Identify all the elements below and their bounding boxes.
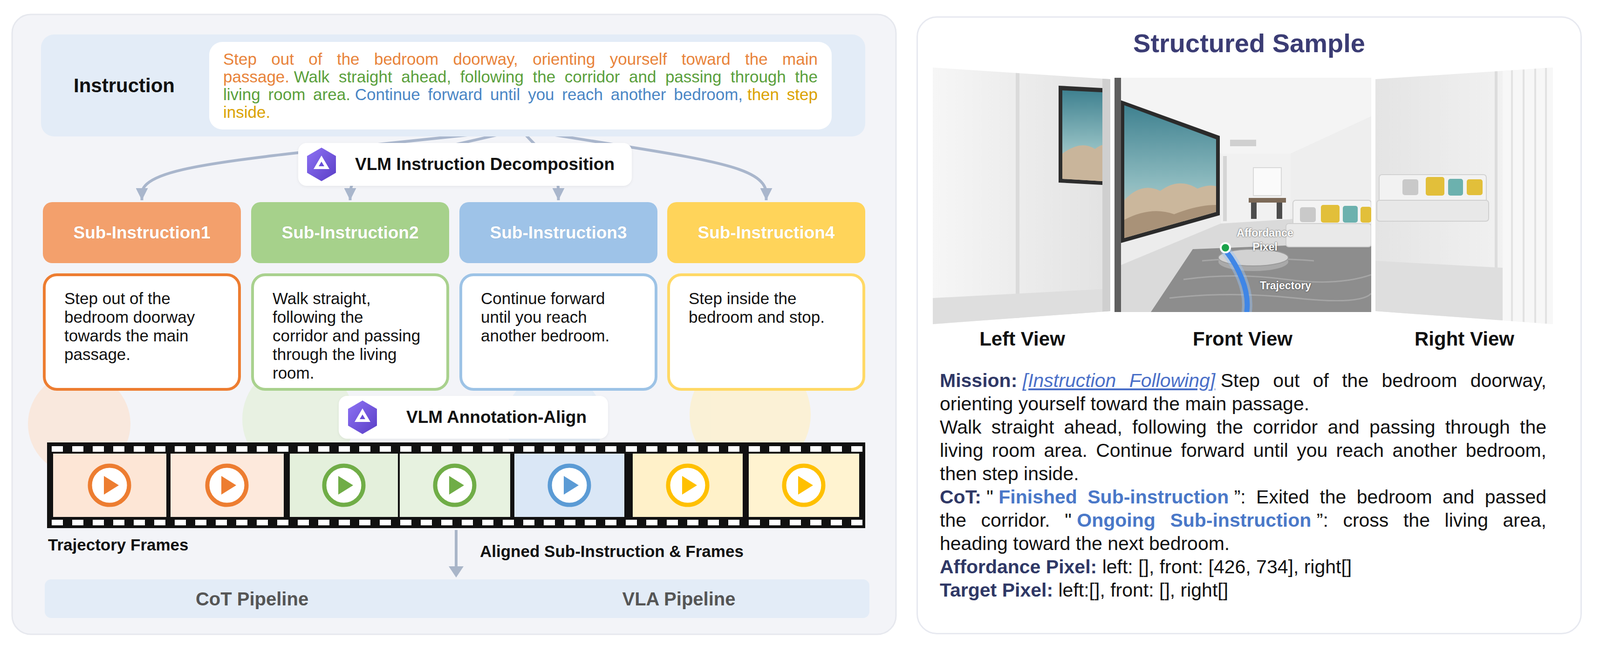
vlm-icon — [348, 400, 377, 435]
field-key: Target Pixel: — [939, 579, 1053, 602]
field-key: Affordance Pixel: — [939, 556, 1097, 578]
front-view-image — [1114, 77, 1372, 313]
annotation-line: Target Pixel:left:[], front: [], right[] — [939, 578, 1547, 602]
right-panel — [916, 16, 1582, 635]
annotation-line: Affordance Pixel:left: [], front: [426, … — [939, 555, 1547, 579]
field-value: left: [], front: [426, 734], right[] — [1102, 556, 1353, 578]
caption-label: Aligned Sub-Instruction & Frames — [479, 542, 744, 561]
flow-arrow — [448, 530, 464, 578]
annotation-line: Mission:[Instruction Following]Step out … — [939, 369, 1547, 416]
annotation-line: CoT:"Finished Sub-instruction”: Exited t… — [939, 485, 1547, 556]
field-value: left:[], front: [], right[] — [1058, 579, 1229, 602]
field-key: Mission: — [939, 369, 1018, 392]
sub-instruction-box: Walk straight, following the corridor an… — [251, 273, 450, 391]
header-text: Sub-Instruction1 — [73, 223, 211, 243]
process-label: VLM Instruction Decomposition — [298, 143, 632, 186]
mission-type: [Instruction Following] — [1022, 369, 1216, 392]
view-label: Right View — [1414, 328, 1515, 351]
process-name: VLM Annotation-Align — [406, 407, 587, 428]
sub-instruction-box: Step inside the bedroom and stop. — [667, 273, 866, 391]
field-key: CoT: — [939, 486, 982, 508]
sub-instruction-header: Sub-Instruction1 — [42, 202, 241, 264]
sub-instruction-text: Step out of the bedroom doorway towards … — [64, 289, 214, 364]
field-highlight: Ongoing Sub-instruction — [1076, 509, 1312, 532]
caption-label: Trajectory Frames — [47, 535, 189, 555]
panel-title: Structured Sample — [1133, 27, 1366, 59]
film-strip — [47, 442, 866, 529]
instruction-segment: Continue forward until you reach another… — [355, 85, 743, 104]
instruction-band: Step out of the bedroom doorway, orienti… — [41, 34, 866, 137]
sub-instruction-box: Continue forward until you reach another… — [459, 273, 658, 391]
field-highlight: Finished Sub-instruction — [998, 486, 1229, 508]
sub-instruction-text: Walk straight, following the corridor an… — [272, 289, 422, 383]
sample-annotation: Mission:[Instruction Following]Step out … — [939, 369, 1547, 602]
left-view-image — [932, 65, 1111, 327]
sub-instruction-text: Step inside the bedroom and stop. — [688, 289, 838, 327]
field-value: Walk straight ahead, following the corri… — [939, 416, 1547, 485]
sub-instruction-header: Sub-Instruction2 — [251, 202, 450, 264]
photo-label: Trajectory — [1259, 279, 1312, 293]
annotation-line: Walk straight ahead, following the corri… — [939, 415, 1547, 486]
field-value: " — [986, 486, 994, 508]
pipeline-band: CoT Pipeline VLA Pipeline — [44, 579, 870, 619]
sub-instruction-box: Step out of the bedroom doorway towards … — [42, 273, 241, 391]
pipeline-name: VLA Pipeline — [622, 588, 736, 610]
right-view-image — [1375, 65, 1553, 327]
instruction-text-box: Step out of the bedroom doorway, orienti… — [209, 41, 832, 130]
sub-instruction-text: Continue forward until you reach another… — [480, 289, 630, 346]
band-heading: Instruction — [73, 74, 175, 97]
sub-instruction-header: Sub-Instruction3 — [459, 202, 658, 264]
view-label: Front View — [1192, 328, 1293, 351]
vlm-icon — [307, 147, 336, 182]
process-label: VLM Annotation-Align — [338, 396, 609, 439]
header-text: Sub-Instruction3 — [490, 223, 628, 243]
header-text: Sub-Instruction2 — [281, 223, 419, 243]
photo-label: Affordance Pixel — [1225, 226, 1305, 255]
sub-instruction-header: Sub-Instruction4 — [667, 202, 866, 264]
process-name: VLM Instruction Decomposition — [355, 154, 615, 175]
left-panel — [12, 14, 896, 635]
view-label: Left View — [979, 328, 1066, 351]
header-text: Sub-Instruction4 — [697, 223, 835, 243]
pipeline-name: CoT Pipeline — [195, 588, 309, 610]
